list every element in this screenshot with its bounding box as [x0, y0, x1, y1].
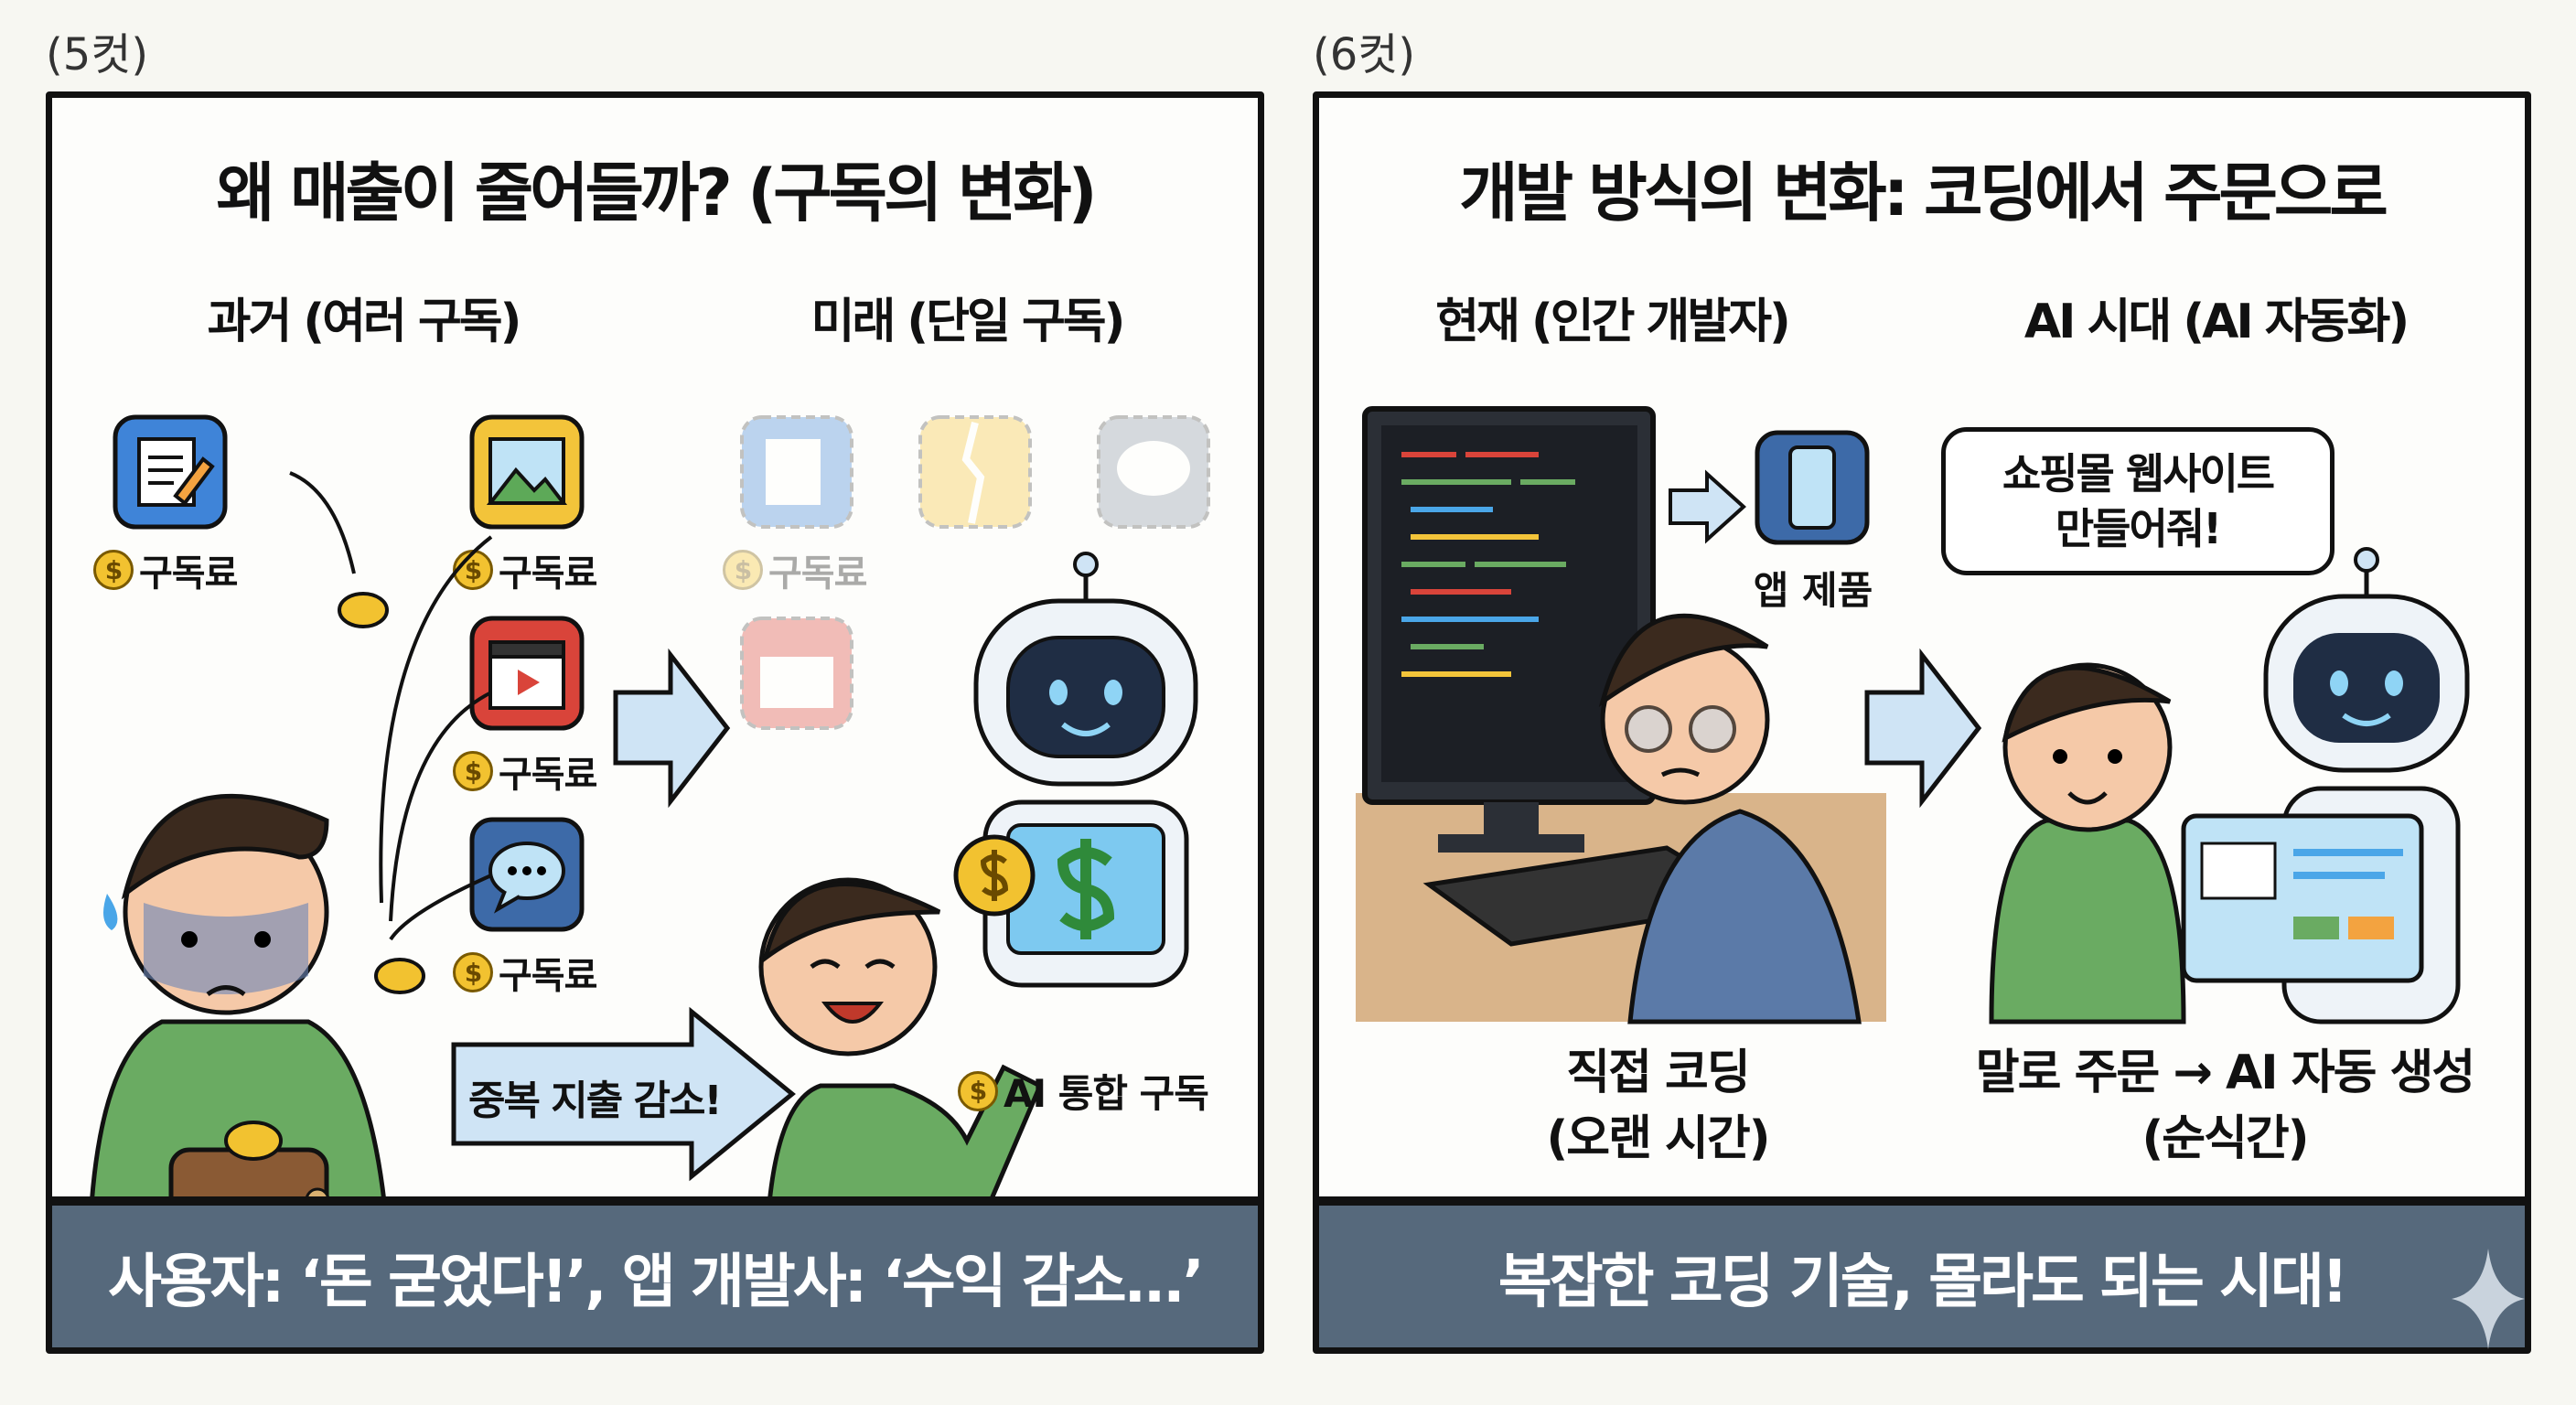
label-line-1: 말로 주문 → AI 자동 생성: [1975, 1046, 2475, 1100]
note-app-icon: [113, 414, 228, 530]
panel-title: 개발 방식의 변화: 코딩에서 주문으로: [1459, 156, 2388, 231]
fee-text: 구독료: [499, 955, 597, 997]
fee-text: 구독료: [139, 552, 238, 595]
ai-robot-illustration: [2181, 547, 2470, 1024]
faded-note-app-icon: [740, 415, 853, 529]
label-line-1: 직접 코딩: [1566, 1046, 1750, 1100]
present-heading: 현재 (인간 개발자): [1435, 295, 1791, 349]
panel-title: 왜 매출이 줄어들까? (구독의 변화): [216, 156, 1097, 231]
faded-broken-image-icon: [918, 415, 1032, 529]
ai-era-heading: AI 시대 (AI 자동화): [2023, 295, 2410, 349]
dollar-coin-icon: $: [453, 550, 493, 590]
fee-label: $구독료: [93, 543, 238, 596]
transition-arrow-icon: [613, 648, 731, 809]
reduce-spending-text: 중복 지출 감소!: [468, 1078, 723, 1124]
fee-text: 구독료: [499, 754, 597, 796]
money-flow-arrows: [289, 471, 493, 994]
video-app-icon: [469, 616, 585, 731]
caption-text: 사용자: ‘돈 굳었다!’, 앱 개발사: ‘수익 감소...’: [108, 1248, 1205, 1316]
fee-label: $구독료: [453, 946, 597, 999]
label-line-2: (순식간): [2141, 1111, 2309, 1166]
ai-robot-illustration: [953, 552, 1198, 988]
image-app-icon: [469, 414, 585, 530]
panel-5: 왜 매출이 줄어들까? (구독의 변화) 과거 (여러 구독) 미래 (단일 구…: [46, 91, 1264, 1354]
speech-line-2: 만들어줘!: [2055, 504, 2222, 553]
dollar-coin-icon: $: [453, 952, 493, 992]
dollar-coin-icon: $: [723, 550, 763, 590]
fee-text: 구독료: [768, 552, 867, 595]
user-kid-illustration: [1989, 662, 2186, 1024]
reduce-spending-arrow: [451, 1006, 796, 1182]
transition-arrow-icon: [1864, 648, 1982, 809]
faded-fee-label: $구독료: [723, 543, 867, 596]
app-product-label: 앱 제품: [1753, 568, 1873, 613]
small-arrow-icon: [1669, 469, 1746, 544]
ai-subscription-label: $AI 통합 구독: [958, 1063, 1209, 1119]
happy-user-illustration: [758, 877, 1044, 1290]
phone-app-icon: [1755, 430, 1870, 545]
dollar-coin-icon: $: [93, 550, 134, 590]
dollar-coin-icon: $: [958, 1070, 998, 1111]
caption-bar: 사용자: ‘돈 굳었다!’, 앱 개발사: ‘수익 감소...’: [52, 1196, 1258, 1347]
panel-6: 개발 방식의 변화: 코딩에서 주문으로 현재 (인간 개발자) AI 시대 (…: [1313, 91, 2531, 1354]
developer-at-computer-illustration: [1356, 406, 1886, 1024]
fee-label: $구독료: [453, 543, 597, 596]
ai-subscription-text: AI 통합 구독: [1004, 1071, 1209, 1116]
faded-broken-chat-icon: [1097, 415, 1210, 529]
cut-label-5: (5컷): [46, 29, 149, 80]
faded-video-app-icon: [740, 617, 853, 730]
ai-order-label: 말로 주문 → AI 자동 생성 (순식간): [1923, 1040, 2525, 1172]
past-heading: 과거 (여러 구독): [207, 295, 522, 349]
direct-coding-label: 직접 코딩 (오랜 시간): [1429, 1040, 1886, 1172]
future-heading: 미래 (단일 구독): [810, 295, 1126, 349]
dollar-coin-icon: $: [453, 751, 493, 791]
caption-bar: 복잡한 코딩 기술, 몰라도 되는 시대!: [1319, 1196, 2525, 1347]
caption-text: 복잡한 코딩 기술, 몰라도 되는 시대!: [1497, 1248, 2348, 1316]
fee-label: $구독료: [453, 745, 597, 798]
sparkle-icon: [2452, 1249, 2525, 1349]
cut-label-6: (6컷): [1313, 29, 1416, 80]
chat-app-icon: [469, 817, 585, 932]
label-line-2: (오랜 시간): [1546, 1111, 1771, 1166]
fee-text: 구독료: [499, 552, 597, 595]
speech-line-1: 쇼핑몰 웹사이트: [2002, 449, 2275, 499]
